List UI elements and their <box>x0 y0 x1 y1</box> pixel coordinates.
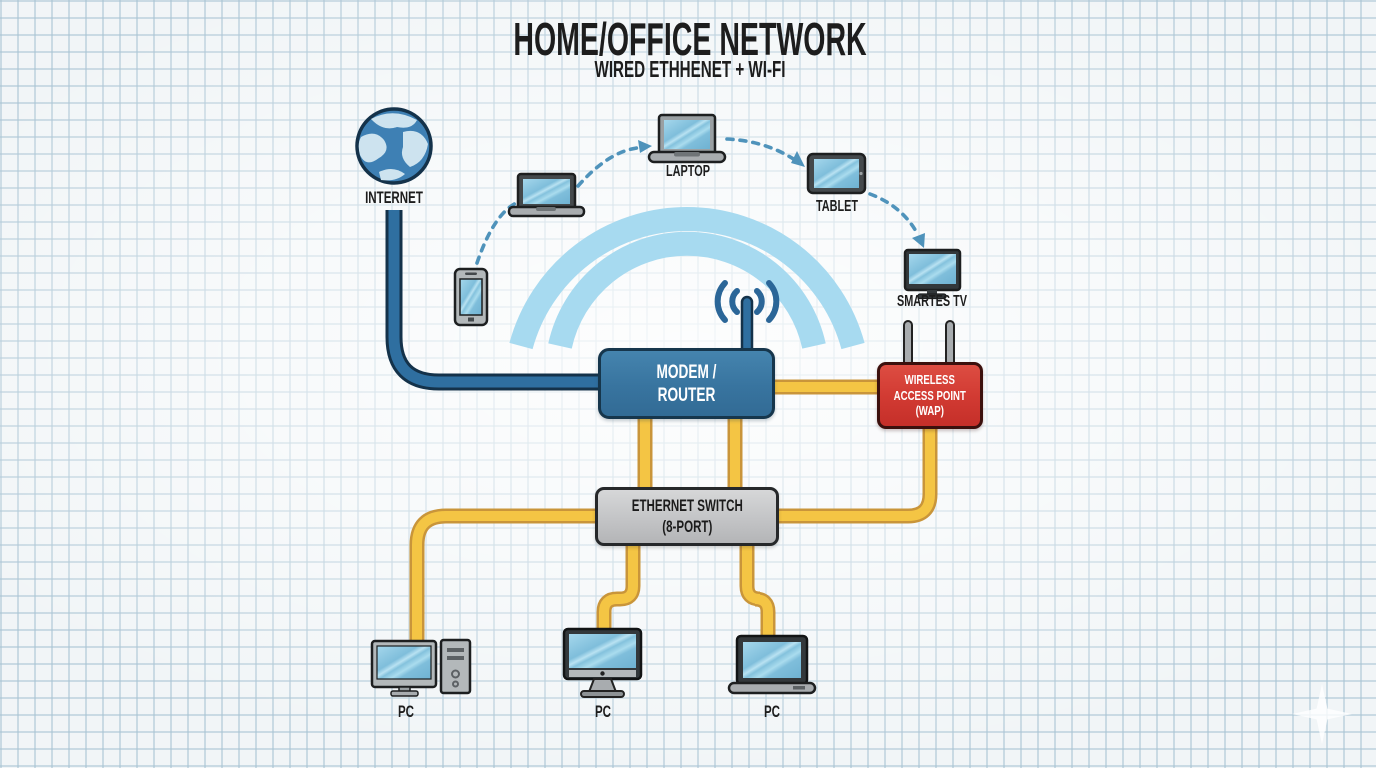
wap-antennas-icon <box>903 320 955 368</box>
smart-tv-label: SMARTES TV <box>896 293 968 310</box>
tablet-icon <box>806 152 867 195</box>
switch-label-line2: (8-PORT) <box>661 517 713 536</box>
laptop-label: LAPTOP <box>666 163 710 180</box>
internet-label: INTERNET <box>365 188 423 207</box>
link-arrowheads <box>638 140 925 248</box>
desktop-pc-icon <box>370 638 472 697</box>
pc1-label: PC <box>397 702 415 721</box>
pc3-label: PC <box>763 702 781 721</box>
imac-pc-icon <box>562 627 643 698</box>
page-subtitle: WIRED ETHHENET + WI-FI <box>594 56 786 82</box>
antenna-icon <box>714 280 780 355</box>
wireless-access-point-box: WIRELESS ACCESS POINT (WAP) <box>877 362 983 429</box>
modem-router-box: MODEM / ROUTER <box>598 348 775 419</box>
wifi-waves-icon <box>509 207 865 350</box>
link-tablet-tv <box>868 192 919 235</box>
tablet-label: TABLET <box>815 198 859 215</box>
smart-tv-icon <box>903 248 962 300</box>
globe-icon <box>355 107 433 185</box>
modem-router-label: MODEM / ROUTER <box>656 360 717 406</box>
wap-label-line2: ACCESS POINT <box>893 387 967 403</box>
wap-label-line3: (WAP) <box>915 403 945 419</box>
laptop-pc-icon <box>727 634 817 695</box>
link-laptop-tablet <box>725 137 797 162</box>
ethernet-cables <box>409 379 938 647</box>
page-title: HOME/OFFICE NETWORK <box>513 13 867 65</box>
switch-label-line1: ETHERNET SWITCH <box>631 497 743 516</box>
wap-label-line1: WIRELESS <box>904 371 956 387</box>
link-phone-smalllaptop <box>475 200 520 265</box>
smartphone-icon <box>453 267 489 327</box>
pc2-label: PC <box>594 702 612 721</box>
internet-cable <box>385 210 604 391</box>
laptop-icon <box>647 113 727 164</box>
link-smalllaptop-laptop <box>576 146 639 188</box>
ethernet-switch-box: ETHERNET SWITCH (8-PORT) <box>595 487 779 546</box>
small-laptop-icon <box>507 172 586 218</box>
wireless-link-dashes <box>475 137 919 265</box>
